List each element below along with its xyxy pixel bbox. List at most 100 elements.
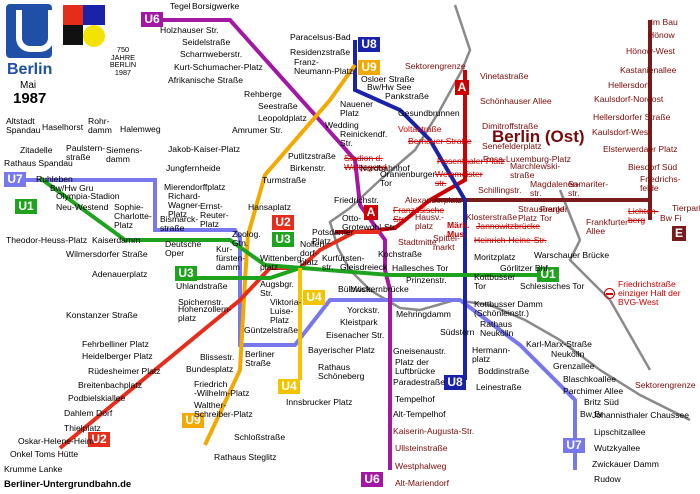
station-label: Möckernbrücke [350,284,409,294]
station-label: Borsigwerke [192,1,240,11]
line-badge-a: A [455,80,469,95]
line-badge-u4: U4 [303,290,325,305]
line-E [432,20,652,220]
line-badge-u8: U8 [358,37,380,52]
station-label: Bw/Hw See [367,82,412,92]
station-label: Richard- Wagner- Platz [168,191,201,219]
station-label: Schillingstr. [478,185,522,195]
station-label: Tempelhof [395,394,435,404]
station-label: Reinickendf. Str. [340,129,388,148]
station-label: Samariter- str. [568,179,609,198]
station-label: Kastanienallee [620,65,677,75]
station-label: Breitenbachplatz [78,380,143,390]
line-badge-a: A [364,205,378,220]
station-label: Märk. Mus. [447,220,470,239]
line-badge-u3: U3 [175,266,197,281]
station-label: Sektorengrenze [405,61,466,71]
station-label: Wedding [325,120,359,130]
station-label: Spittel- markt [433,233,460,252]
station-label: Berliner Straße [245,349,275,368]
station-label: Jannowitzbrücke [476,221,541,231]
station-label: Halemweg [120,124,161,134]
station-label: Leinestraße [476,382,522,392]
station-label: Konstanzer Straße [66,310,138,320]
station-label: Voltastraße [398,124,442,134]
line-badge-u1: U1 [537,267,559,282]
station-label: Mierendorffplatz [164,182,226,192]
station-label: Potsdamer Platz [312,227,354,246]
station-label: Hallesches Tor [392,263,449,273]
station-label: Schönhauser Allee [480,96,552,106]
station-label: Magdalenen- str. [530,179,581,198]
station-label: Dahlem Dorf [64,408,113,418]
station-label: Eisenacher Str. [326,330,385,340]
station-label: Pankstraße [385,91,429,101]
station-label: Bayerischer Platz [308,345,375,355]
station-label: Lichten- berg [628,206,659,225]
station-label: Kochstraße [378,249,422,259]
line-badge-u2: U2 [88,432,110,447]
station-label: Ernst- Reuter- Platz [200,201,229,229]
no-entry-icon [604,288,615,299]
station-label: Nollen- dorf- platz [300,239,328,267]
station-label: Moritzplatz [474,252,516,262]
station-label: Afrikanische Straße [168,75,243,85]
line-U8 [353,40,467,380]
station-label: Yorckstr. [347,305,380,315]
line-badge-u8: U8 [444,375,466,390]
station-label: Scharnweberstr. [180,49,243,59]
line-badge-e: E [672,226,686,241]
station-label: Kaiserin-Augusta-Str. [393,426,475,436]
station-label: Klosterstraße [466,212,518,222]
station-label: Platz der Luftbrücke [395,357,436,376]
station-label: Heinrich-Heine-Str. [474,235,547,245]
station-label: Zwickauer Damm [592,459,659,469]
berlin-ost-title: Berlin (Ost) [492,127,585,146]
station-label: Frankfurter Allee [586,217,629,236]
line-U6 [150,18,392,470]
station-label: Rathaus Neukölln [480,319,514,338]
station-label: Hönow-West [626,46,676,56]
station-label: Alt-Mariendorf [395,478,449,488]
station-label: Amrumer Str. [232,125,283,135]
station-label: Warschauer Brücke [534,250,610,260]
station-label: Boddinstraße [478,366,530,376]
station-label: Rüdesheimer Platz [88,366,161,376]
station-label: Paracelsus-Bad [290,32,351,42]
station-label: Schloßstraße [234,432,286,442]
station-label: Mehringdamm [396,309,451,319]
station-label: Leopoldplatz [258,113,307,123]
station-label: Rohr- damm [88,116,112,135]
station-label: Haselhorst [42,122,84,132]
station-label: Oskar-Helene-Heim [18,436,94,446]
station-label: Uhlandstraße [176,281,228,291]
station-label: Olympia-Stadion [56,191,120,201]
station-label: Bismarck- straße [160,214,199,233]
station-label: Jungfernheide [166,163,221,173]
station-label: Franz- Neumann-Platz [294,57,354,76]
station-label: Hönow [648,30,675,40]
line-badge-u3: U3 [272,232,294,247]
station-label: Grenzallee [553,361,595,371]
station-label: Zitadelle [20,145,53,155]
station-label: Prinzenstr. [406,275,447,285]
station-label: Zoolog. Gtn. [232,229,261,248]
station-label: Gleisdreieck [340,262,388,272]
station-label: Friedrich -Wilhelm-Platz [194,379,250,398]
station-label: Kaulsdorf-Nordost [594,94,664,104]
station-label: Hellersdorfer Straße [593,112,671,122]
station-label: Stadtmitte [398,237,437,247]
station-label: Spichernstr. [178,297,224,307]
station-label: Rehberge [244,89,282,99]
station-label: Turmstraße [262,175,307,185]
line-badge-u6: U6 [361,472,383,487]
station-label: Holzhauser Str. [160,25,219,35]
station-label: Siemens- damm [106,145,143,164]
station-label: Friedrichstr. [334,195,379,205]
station-label: Deutsche Oper [165,239,202,258]
station-label: Güntzelstraße [244,325,298,335]
station-label: Otto- Grotewohl-Str. [342,213,397,232]
station-label: Bundesplatz [186,364,234,374]
station-label: Lipschitzallee [594,427,646,437]
